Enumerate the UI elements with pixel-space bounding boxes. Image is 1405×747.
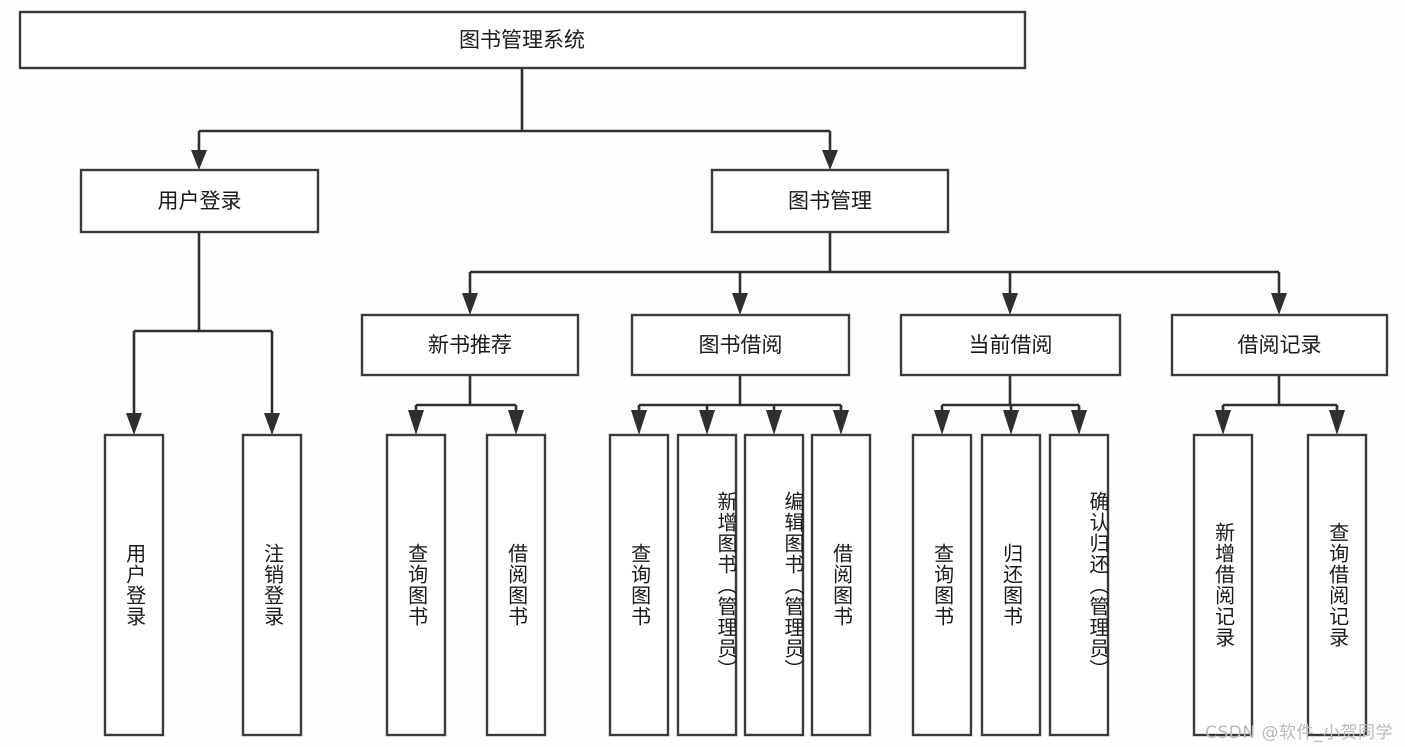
arrow-br-leaf1 [1215, 410, 1231, 435]
node-book-manage-label: 图书管理 [788, 189, 872, 213]
arrow-bm-to-newbook [462, 293, 478, 315]
leaf-box-query-book-2[interactable] [608, 433, 670, 737]
arrow-cb-leaf3 [1071, 410, 1087, 435]
node-book-borrow-label: 图书借阅 [699, 333, 783, 357]
node-new-book-rec[interactable]: 新书推荐 [360, 313, 580, 377]
node-book-borrow[interactable]: 图书借阅 [630, 313, 851, 377]
arrow-bb-leaf3 [766, 410, 782, 435]
arrow-cb-leaf1 [934, 410, 950, 435]
node-user-login-label: 用户登录 [158, 189, 242, 213]
node-root-label: 图书管理系统 [459, 28, 585, 52]
node-user-login[interactable]: 用户登录 [79, 168, 320, 234]
arrow-newbook-leaf2 [508, 410, 524, 435]
leaf-box-borrow-book-2[interactable] [810, 433, 872, 737]
connector-group [126, 68, 1345, 435]
arrow-root-to-user-login [191, 150, 207, 170]
leaf-box-logout[interactable] [241, 433, 303, 737]
arrow-bm-to-borrowrecord [1271, 293, 1287, 315]
arrow-root-to-book-manage [822, 150, 838, 170]
leaf-box-query-book-3[interactable] [911, 433, 973, 737]
node-current-borrow-box[interactable] [899, 313, 1122, 377]
leaf-box-add-book[interactable] [676, 433, 738, 737]
node-current-borrow[interactable]: 当前借阅 [899, 313, 1122, 377]
node-borrow-record[interactable]: 借阅记录 [1170, 313, 1389, 377]
node-root[interactable]: 图书管理系统 [18, 10, 1027, 70]
leaf-box-return-book[interactable] [980, 433, 1042, 737]
node-book-manage-box[interactable] [710, 168, 950, 234]
arrow-newbook-leaf1 [408, 410, 424, 435]
leaf-box-confirm-return[interactable] [1048, 433, 1110, 737]
csdn-watermark: CSDN @软件_小贺同学 [1205, 723, 1393, 743]
leaf-box-edit-book[interactable] [743, 433, 805, 737]
arrow-userlogin-leaf2 [264, 413, 280, 435]
arrow-bm-to-currentborrow [1002, 293, 1018, 315]
node-new-book-rec-box[interactable] [360, 313, 580, 377]
arrow-bb-leaf1 [631, 410, 647, 435]
leaf-box-user-login[interactable] [103, 433, 165, 737]
node-current-borrow-label: 当前借阅 [969, 333, 1053, 357]
arrow-bb-leaf2 [699, 410, 715, 435]
arrow-cb-leaf2 [1003, 410, 1019, 435]
node-borrow-record-label: 借阅记录 [1238, 333, 1322, 357]
node-user-login-box[interactable] [79, 168, 320, 234]
node-root-box[interactable] [18, 10, 1027, 70]
leaf-box-query-book-1[interactable] [385, 433, 447, 737]
arrow-userlogin-leaf1 [126, 413, 142, 435]
leaf-box-add-record[interactable] [1192, 433, 1254, 737]
leaf-box-query-record[interactable] [1306, 433, 1368, 737]
node-borrow-record-box[interactable] [1170, 313, 1389, 377]
node-book-borrow-box[interactable] [630, 313, 851, 377]
leaf-box-borrow-book-1[interactable] [485, 433, 547, 737]
node-new-book-rec-label: 新书推荐 [428, 333, 512, 357]
arrow-bm-to-bookborrow [732, 293, 748, 315]
node-book-manage[interactable]: 图书管理 [710, 168, 950, 234]
arrow-br-leaf2 [1329, 410, 1345, 435]
leaf-boxes [103, 433, 1368, 737]
arrow-bb-leaf4 [833, 410, 849, 435]
